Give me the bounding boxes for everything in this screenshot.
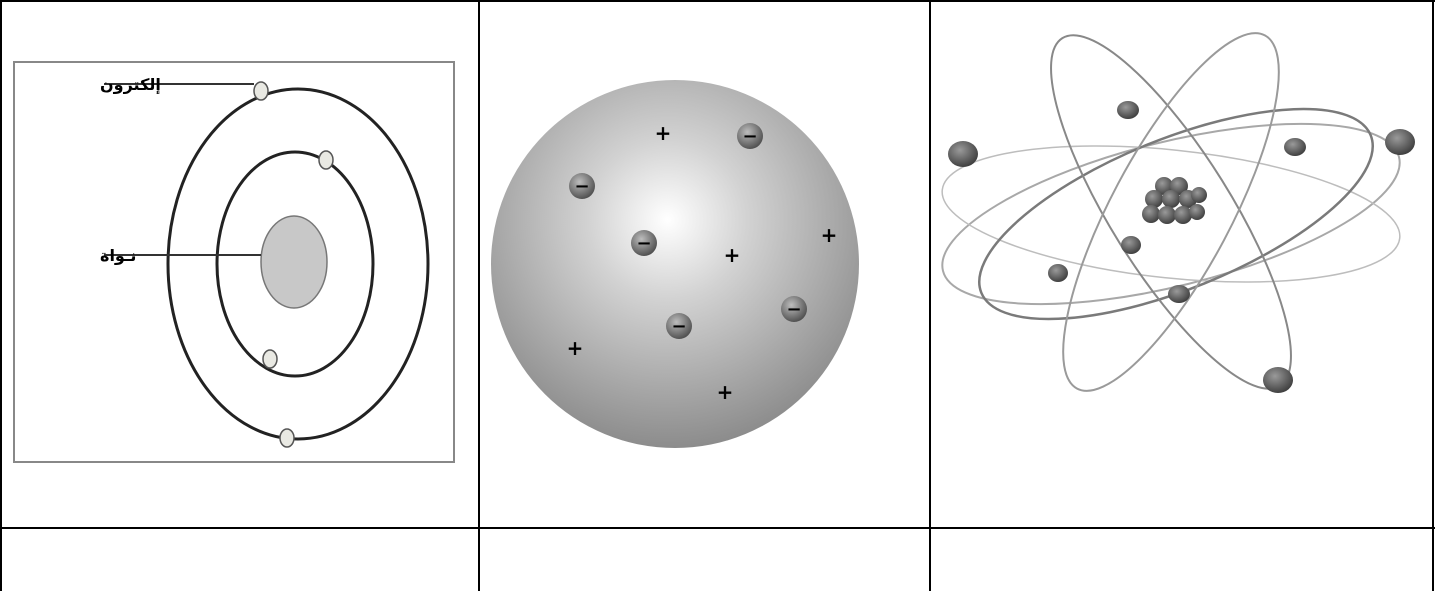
rutherford-model-diagram	[931, 2, 1432, 527]
electron: −	[569, 173, 595, 199]
answer-cell[interactable]	[480, 529, 929, 591]
cell-bohr-model: إلكترون نـواة	[2, 2, 478, 527]
nucleus	[261, 216, 327, 308]
diagram-frame	[14, 62, 454, 462]
electron	[1168, 285, 1190, 303]
electron	[1284, 138, 1306, 156]
svg-text:−: −	[742, 126, 757, 147]
answer-cell[interactable]	[2, 529, 478, 591]
electron: −	[737, 123, 763, 149]
electron	[319, 151, 333, 169]
positive-charge: +	[724, 243, 741, 267]
electron	[280, 429, 294, 447]
nucleus-label: نـواة	[100, 246, 136, 265]
svg-text:−: −	[786, 299, 801, 320]
answer-cell[interactable]	[931, 529, 1432, 591]
thomson-model-diagram: − − − − − + + + + +	[480, 2, 929, 527]
electron-label: إلكترون	[100, 75, 161, 94]
electron	[948, 141, 978, 167]
nucleus	[1142, 177, 1207, 224]
positive-charge: +	[717, 380, 734, 404]
positive-sphere	[491, 80, 859, 448]
electron	[263, 350, 277, 368]
electron	[1263, 367, 1293, 393]
electron	[254, 82, 268, 100]
cell-thomson-model: − − − − − + + + + +	[480, 2, 929, 527]
svg-text:−: −	[636, 233, 651, 254]
cell-rutherford-model	[931, 2, 1432, 527]
svg-text:−: −	[671, 316, 686, 337]
electron	[1385, 129, 1415, 155]
positive-charge: +	[655, 121, 672, 145]
electron	[1117, 101, 1139, 119]
electron	[1121, 236, 1141, 254]
electron	[1048, 264, 1068, 282]
electron: −	[781, 296, 807, 322]
electron: −	[631, 230, 657, 256]
positive-charge: +	[821, 223, 838, 247]
svg-text:−: −	[574, 176, 589, 197]
electron: −	[666, 313, 692, 339]
bohr-model-diagram: إلكترون نـواة	[2, 2, 478, 527]
positive-charge: +	[567, 336, 584, 360]
table-border-right	[1432, 0, 1434, 591]
